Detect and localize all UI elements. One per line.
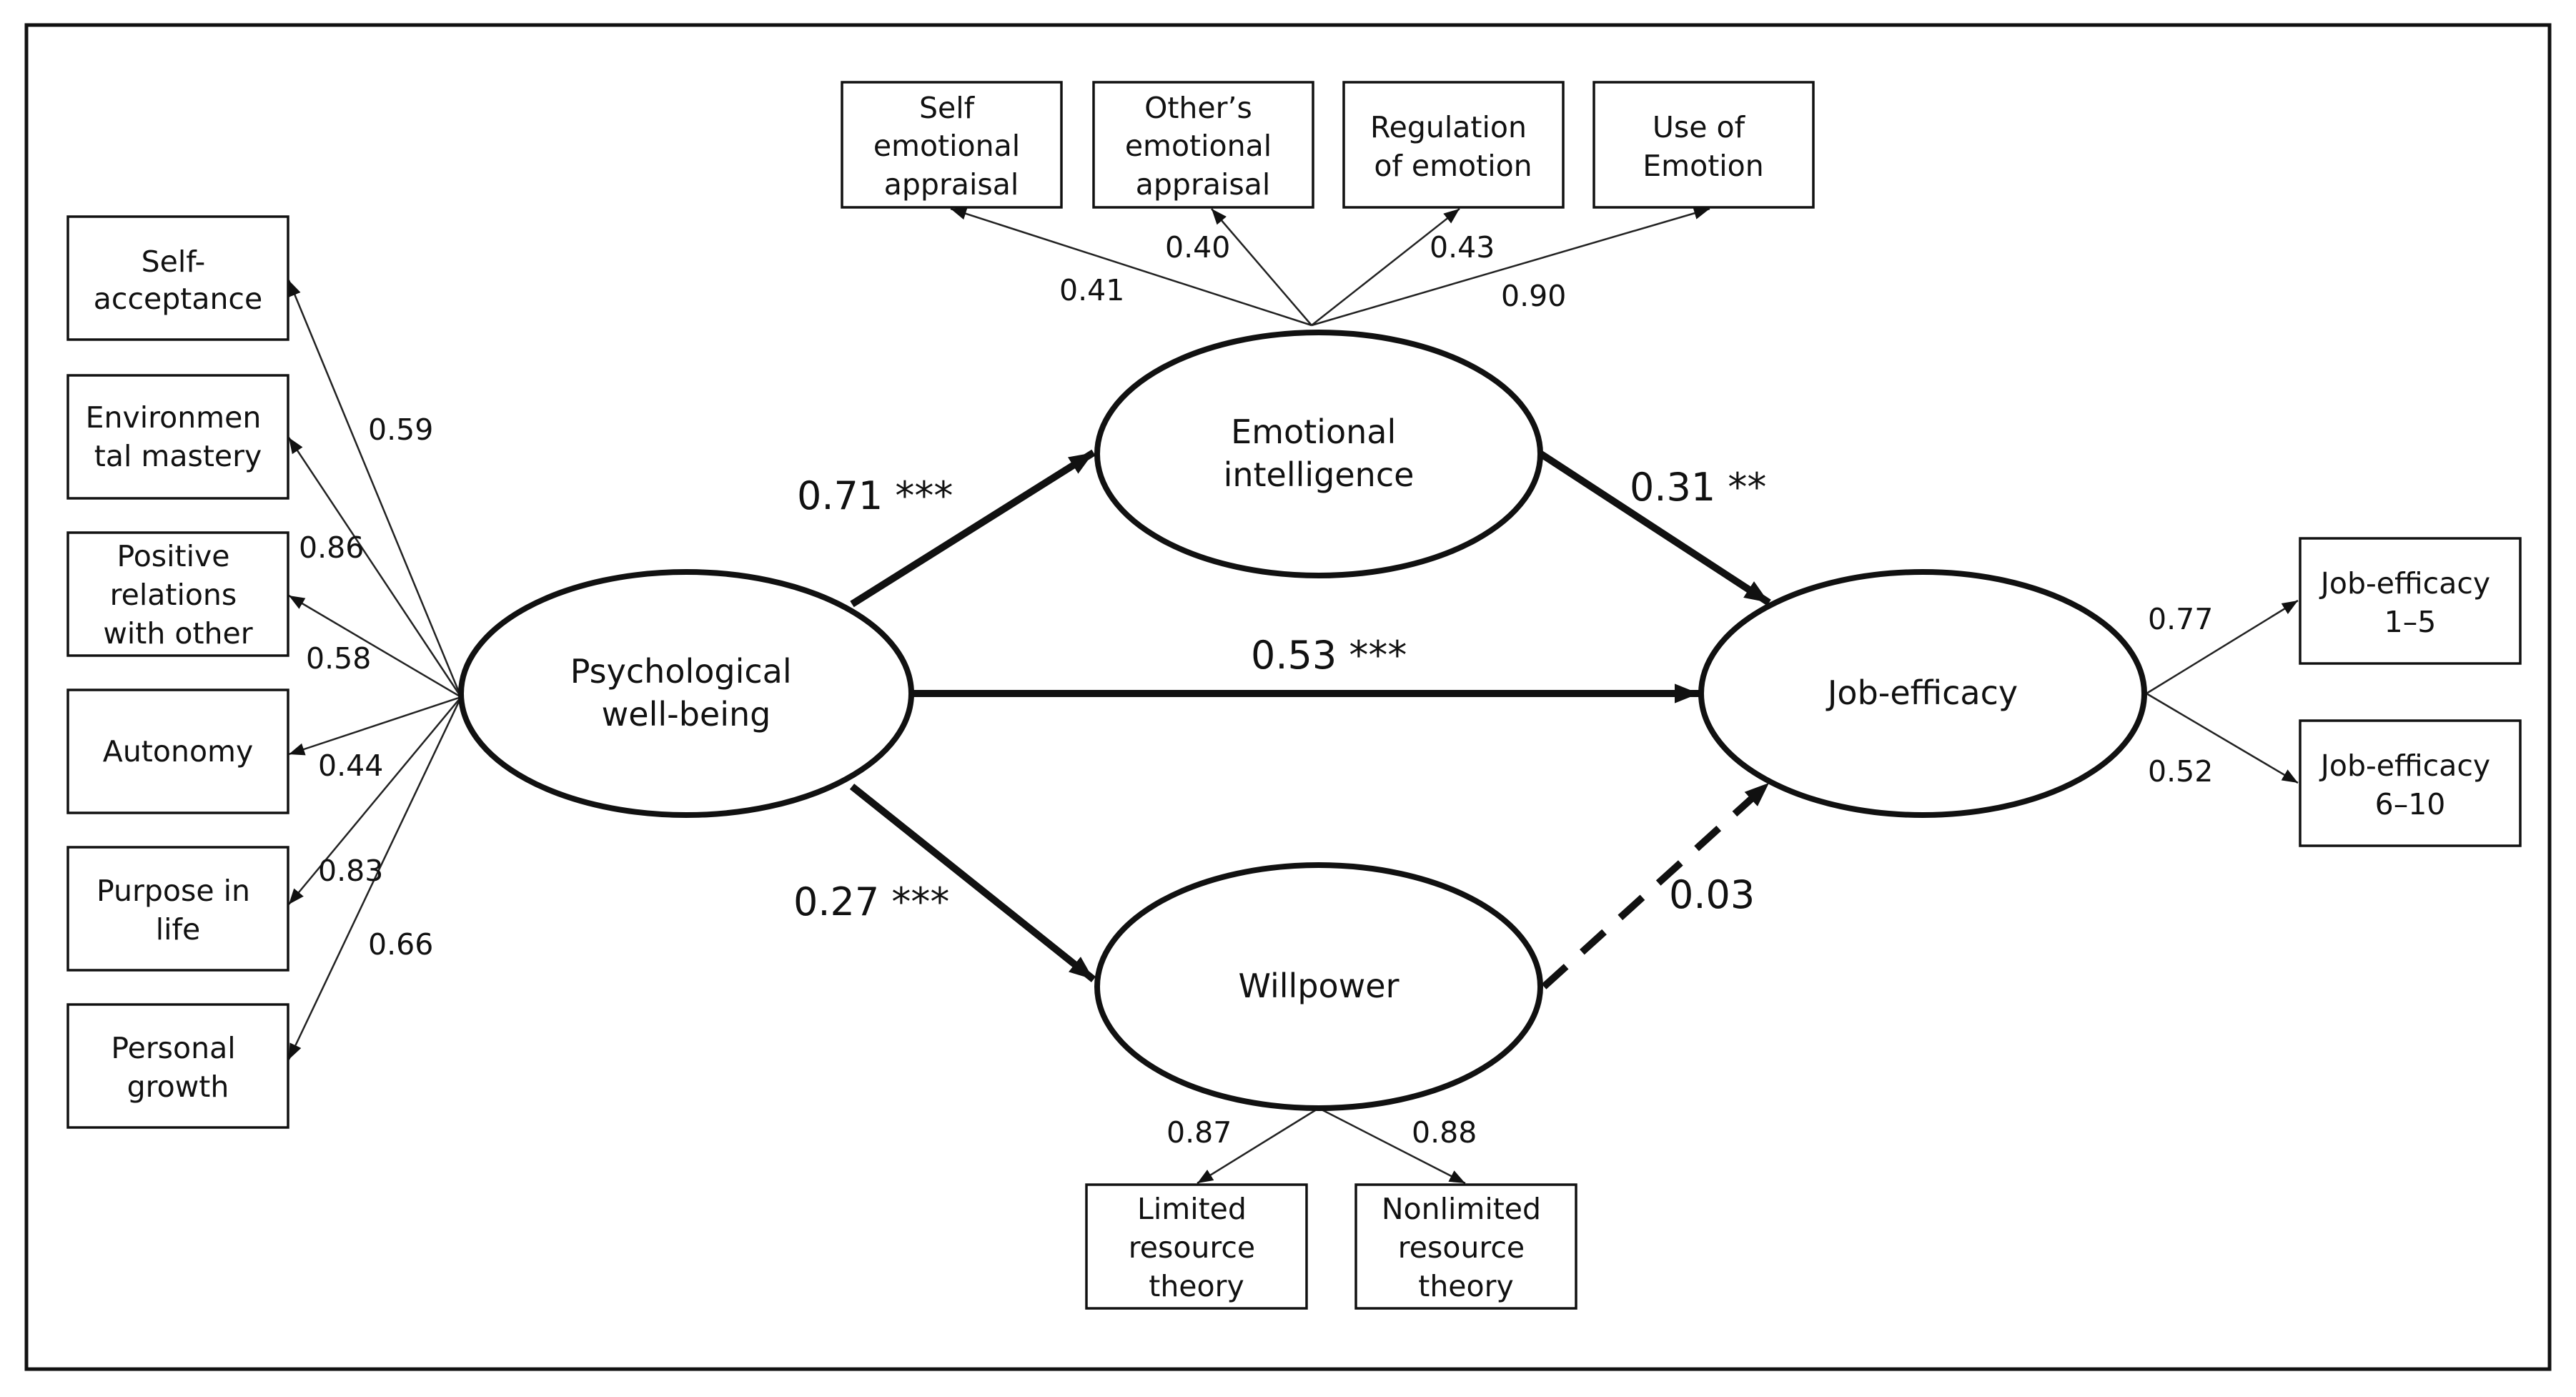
box-purpose xyxy=(66,846,289,972)
loading-regulation: 0.43 xyxy=(1430,230,1495,265)
loading-limited-resource: 0.87 xyxy=(1166,1115,1232,1150)
latent-wp xyxy=(1094,862,1543,1111)
arrow-ei-use xyxy=(1311,207,1710,327)
je-loading-arrows xyxy=(2146,599,2299,784)
arrow-pwb-personal-growth xyxy=(287,696,462,1060)
loading-nonlimited-resource: 0.88 xyxy=(1412,1115,1477,1150)
wp-loading-arrows xyxy=(1197,1107,1466,1185)
label-je-1-5: Job-efficacy 1–5 xyxy=(2319,566,2500,639)
pwb-indicator-boxes xyxy=(66,215,289,1129)
arrow-je-1-5 xyxy=(2146,599,2299,695)
ei-indicator-boxes xyxy=(841,81,1815,209)
loading-autonomy: 0.44 xyxy=(318,749,383,783)
loading-personal-growth: 0.66 xyxy=(368,927,433,962)
arrow-wp-limited xyxy=(1197,1107,1319,1185)
label-use-of-emotion: Use of Emotion xyxy=(1643,110,1763,183)
coef-ei-je: 0.31 ** xyxy=(1630,465,1766,510)
path-ei-je xyxy=(1537,449,1771,606)
arrow-pwb-self-acceptance xyxy=(287,280,462,698)
box-positive-relations xyxy=(66,531,289,657)
loading-use-of-emotion: 0.90 xyxy=(1501,279,1566,313)
box-nonlimited-resource xyxy=(1354,1183,1577,1310)
box-personal-growth xyxy=(66,1003,289,1129)
latent-label-je: Job-efficacy xyxy=(1826,673,2018,712)
arrow-pwb-positive-relations xyxy=(288,594,462,698)
label-autonomy: Autonomy xyxy=(103,734,253,769)
box-regulation xyxy=(1342,81,1565,209)
label-self-acceptance: Self- acceptance xyxy=(94,245,262,316)
loading-je-6-10: 0.52 xyxy=(2148,754,2213,789)
box-je-6-10 xyxy=(2299,719,2522,847)
label-self-appraisal: Self emotional appraisal xyxy=(873,91,1029,202)
loading-others-appraisal: 0.40 xyxy=(1165,230,1230,265)
latent-label-wp: Willpower xyxy=(1239,967,1400,1005)
path-pwb-ei xyxy=(850,449,1096,608)
latent-variables xyxy=(458,330,2147,1111)
arrow-ei-others-appraisal xyxy=(1211,208,1312,326)
loading-labels: 0.59 0.86 0.58 0.44 0.83 0.66 0.41 0.40 … xyxy=(299,230,2213,1150)
loading-je-1-5: 0.77 xyxy=(2148,602,2213,636)
arrow-wp-nonlimited xyxy=(1318,1107,1466,1185)
figure-frame xyxy=(24,23,2552,1371)
label-je-6-10: Job-efficacy 6–10 xyxy=(2319,749,2500,821)
arrow-pwb-autonomy xyxy=(288,696,462,756)
label-limited-resource: Limited resource theory xyxy=(1129,1192,1264,1303)
box-limited-resource xyxy=(1085,1183,1308,1310)
loading-environmental-mastery: 0.86 xyxy=(299,530,364,565)
latent-label-ei: Emotional intelligence xyxy=(1224,413,1415,494)
box-je-1-5 xyxy=(2299,537,2522,665)
path-coefficient-labels: 0.71 *** 0.31 ** 0.53 *** 0.27 *** 0.03 xyxy=(793,465,1766,924)
label-personal-growth: Personal growth xyxy=(111,1031,244,1104)
latent-label-pwb: Psychological well-being xyxy=(570,652,803,734)
coef-pwb-wp: 0.27 *** xyxy=(793,879,949,924)
je-indicator-boxes xyxy=(2299,537,2522,847)
wp-indicator-boxes xyxy=(1085,1183,1577,1310)
arrow-je-6-10 xyxy=(2146,692,2299,784)
loading-positive-relations: 0.58 xyxy=(306,641,371,676)
box-use-of-emotion xyxy=(1592,81,1815,209)
ei-loading-arrows xyxy=(950,207,1710,327)
coef-pwb-ei: 0.71 *** xyxy=(797,473,953,518)
label-regulation: Regulation of emotion xyxy=(1370,110,1536,183)
box-self-appraisal xyxy=(841,81,1063,209)
box-self-acceptance xyxy=(66,215,289,341)
label-positive-relations: Positive relations with other xyxy=(103,539,252,651)
loading-purpose: 0.83 xyxy=(318,854,383,888)
structural-paths xyxy=(849,449,1772,989)
latent-ei xyxy=(1094,330,1543,578)
loading-self-acceptance: 0.59 xyxy=(368,413,433,447)
coef-wp-je: 0.03 xyxy=(1669,872,1755,917)
coef-pwb-je: 0.53 *** xyxy=(1251,633,1407,678)
arrow-pwb-environmental-mastery xyxy=(287,437,462,698)
box-environmental-mastery xyxy=(66,374,289,500)
label-others-appraisal: Other’s emotional appraisal xyxy=(1125,91,1281,202)
path-pwb-wp xyxy=(849,784,1096,982)
box-autonomy xyxy=(66,688,289,814)
box-others-appraisal xyxy=(1092,81,1314,209)
latent-je xyxy=(1698,569,2147,818)
label-nonlimited-resource: Nonlimited resource theory xyxy=(1382,1192,1550,1303)
arrow-ei-regulation xyxy=(1311,208,1460,326)
arrow-ei-self-appraisal xyxy=(950,207,1312,327)
loading-self-appraisal: 0.41 xyxy=(1059,273,1124,307)
label-environmental-mastery: Environmen tal mastery xyxy=(86,400,271,473)
pwb-loading-arrows xyxy=(287,280,462,1060)
latent-pwb xyxy=(458,569,914,818)
label-purpose: Purpose in life xyxy=(96,874,259,947)
arrow-pwb-purpose xyxy=(288,696,462,905)
